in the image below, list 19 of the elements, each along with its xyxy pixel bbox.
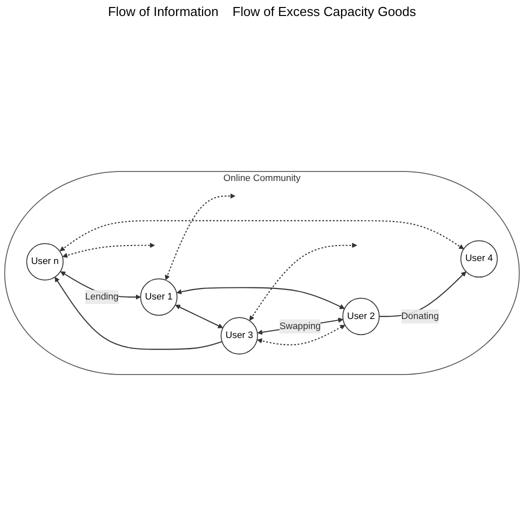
arrow: [257, 324, 346, 346]
arrow: [249, 242, 358, 321]
note-text: Flow of Information: [108, 4, 218, 19]
arrow: [257, 318, 344, 335]
edge-label: Swapping: [280, 321, 321, 332]
arrow: [54, 276, 222, 350]
node-circle: User 1: [140, 278, 178, 316]
node-circle: User 4: [460, 240, 498, 278]
node-circle: User n: [26, 243, 64, 280]
arrow: [176, 287, 345, 309]
edge-label: Donating: [401, 311, 439, 322]
arrow: [164, 193, 236, 280]
note-text: Flow of Excess Capacity Goods: [232, 4, 416, 19]
node-circle: User 2: [342, 298, 380, 336]
arrow: [62, 242, 155, 258]
arrow: [60, 220, 464, 252]
arrow: [175, 304, 224, 328]
node-circle: User 3: [220, 317, 258, 354]
edge-label: Lending: [85, 292, 119, 302]
